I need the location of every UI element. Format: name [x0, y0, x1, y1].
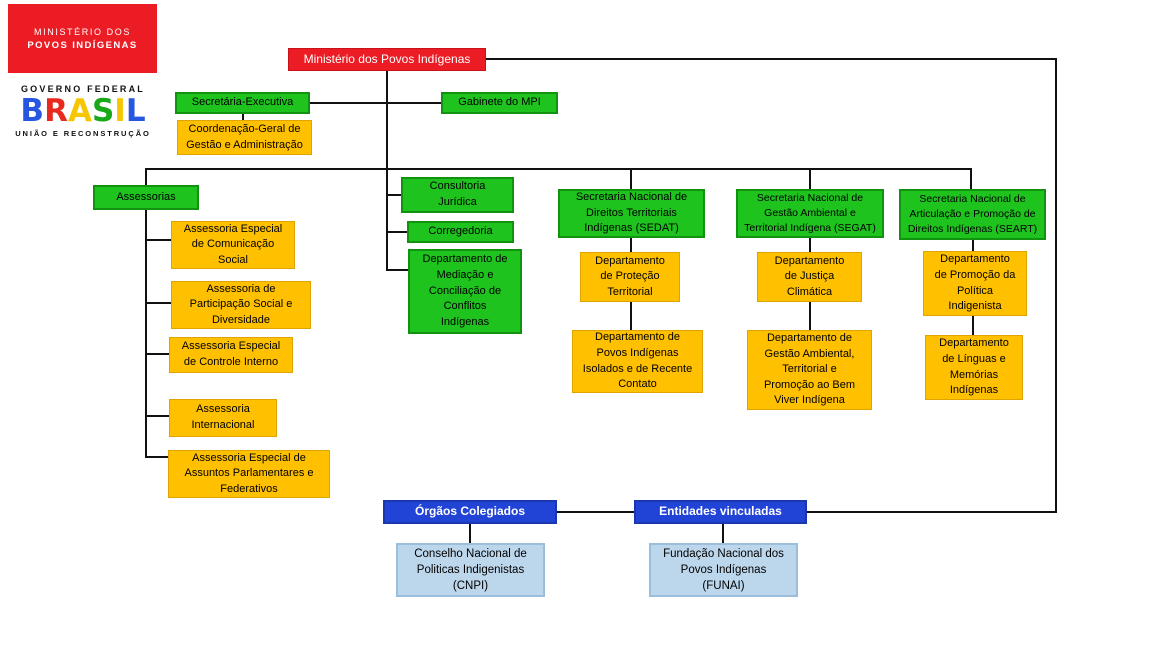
connector-line — [386, 71, 388, 271]
connector-line — [145, 168, 972, 170]
ministry-logo-line1: MINISTÉRIO DOS — [34, 26, 131, 37]
brasil-letter: L — [125, 93, 146, 129]
connector-line — [469, 524, 471, 544]
connector-line — [809, 302, 811, 331]
brasil-letter: R — [44, 93, 68, 129]
cnpi-box: Conselho Nacional de Politicas Indigenis… — [396, 543, 545, 597]
ministry-logo-line2: POVOS INDÍGENAS — [27, 39, 138, 51]
connector-line — [310, 102, 441, 104]
gabinete-mpi-box: Gabinete do MPI — [441, 92, 558, 114]
connector-line — [630, 238, 632, 253]
consultoria-juridica-box: Consultoria Jurídica — [401, 177, 514, 213]
connector-line — [145, 168, 147, 186]
connector-line — [145, 456, 169, 458]
connector-line — [557, 511, 634, 513]
connector-line — [972, 316, 974, 336]
connector-line — [809, 238, 811, 253]
departamento-promocao-politica-box: Departamento de Promoção da Política Ind… — [923, 251, 1027, 316]
connector-line — [145, 415, 170, 417]
assessoria-internacional-box: Assessoria Internacional — [169, 399, 277, 437]
secretaria-executiva-box: Secretária-Executiva — [175, 92, 310, 114]
connector-line — [486, 58, 1057, 60]
ministry-logo: MINISTÉRIO DOS POVOS INDÍGENAS — [8, 4, 157, 73]
uniao-reconstrucao-slogan: UNIÃO E RECONSTRUÇÃO — [15, 129, 151, 138]
assessorias-box: Assessorias — [93, 185, 199, 210]
connector-line — [630, 302, 632, 331]
connector-line — [630, 168, 632, 190]
connector-line — [242, 114, 244, 121]
governo-federal-logo: GOVERNO FEDERAL BRASIL UNIÃO E RECONSTRU… — [10, 84, 156, 138]
assessoria-comunicacao-social-box: Assessoria Especial de Comunicação Socia… — [171, 221, 295, 269]
seart-box: Secretaria Nacional de Articulação e Pro… — [899, 189, 1046, 240]
departamento-povos-isolados-box: Departamento de Povos Indígenas Isolados… — [572, 330, 703, 393]
funai-box: Fundação Nacional dos Povos Indígenas (F… — [649, 543, 798, 597]
assessoria-assuntos-parlamentares-box: Assessoria Especial de Assuntos Parlamen… — [168, 450, 330, 498]
brasil-wordmark: BRASIL — [10, 94, 156, 128]
connector-line — [809, 168, 811, 190]
departamento-gestao-ambiental-box: Departamento de Gestão Ambiental, Territ… — [747, 330, 872, 410]
connector-line — [807, 511, 1057, 513]
departamento-linguas-memorias-box: Departamento de Línguas e Memórias Indíg… — [925, 335, 1023, 400]
connector-line — [386, 194, 402, 196]
entidades-vinculadas-box: Entidades vinculadas — [634, 500, 807, 524]
connector-line — [145, 302, 172, 304]
brasil-letter: S — [91, 93, 115, 129]
departamento-justica-climatica-box: Departamento de Justiça Climática — [757, 252, 862, 302]
assessoria-participacao-social-box: Assessoria de Participação Social e Dive… — [171, 281, 311, 329]
connector-line — [386, 269, 409, 271]
sedat-box: Secretaria Nacional de Direitos Territor… — [558, 189, 705, 238]
connector-line — [145, 353, 170, 355]
connector-line — [970, 168, 972, 190]
connector-line — [972, 240, 974, 252]
connector-line — [145, 239, 172, 241]
brasil-letter: A — [67, 93, 92, 129]
connector-line — [722, 524, 724, 544]
departamento-mediacao-conflitos-box: Departamento de Mediação e Conciliação d… — [408, 249, 522, 334]
corregedoria-box: Corregedoria — [407, 221, 514, 243]
coordenacao-geral-gestao-box: Coordenação-Geral de Gestão e Administra… — [177, 120, 312, 155]
connector-line — [386, 231, 408, 233]
assessoria-controle-interno-box: Assessoria Especial de Controle Interno — [169, 337, 293, 373]
governo-federal-label: GOVERNO FEDERAL — [20, 84, 145, 94]
brasil-letter: I — [114, 93, 126, 129]
orgaos-colegiados-box: Órgãos Colegiados — [383, 500, 557, 524]
brasil-letter: B — [20, 93, 45, 129]
connector-line — [145, 210, 147, 458]
departamento-protecao-territorial-box: Departamento de Proteção Territorial — [580, 252, 680, 302]
segat-box: Secretaria Nacional de Gestão Ambiental … — [736, 189, 884, 238]
ministerio-root-box: Ministério dos Povos Indígenas — [288, 48, 486, 71]
connector-line — [1055, 58, 1057, 513]
